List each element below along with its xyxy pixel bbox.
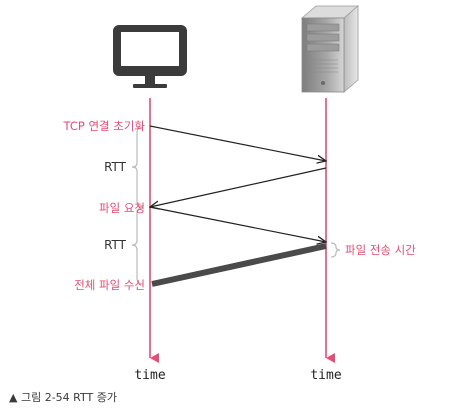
rtt-label-1: RTT bbox=[104, 160, 127, 174]
figure-caption: ▲ 그림 2-54 RTT 증가 bbox=[9, 391, 117, 404]
rtt-diagram: TCP 연결 초기화 RTT 파일 요청 RTT 전체 파일 수신 파일 전송 … bbox=[62, 5, 416, 383]
rtt-label-2: RTT bbox=[104, 238, 127, 252]
time-label-client: time bbox=[134, 368, 165, 383]
synack-arrow bbox=[150, 167, 327, 207]
rtt-brace-2 bbox=[131, 207, 144, 285]
syn-arrow bbox=[149, 125, 326, 161]
rtt-brace-1 bbox=[131, 126, 144, 208]
full-receive-label: 전체 파일 수신 bbox=[74, 278, 145, 292]
request-arrow bbox=[149, 206, 326, 242]
transfer-brace bbox=[330, 242, 341, 258]
monitor-icon bbox=[113, 25, 187, 88]
transfer-time-label: 파일 전송 시간 bbox=[345, 243, 416, 257]
tcp-init-label: TCP 연결 초기화 bbox=[62, 119, 145, 133]
file-transfer-bar bbox=[151, 243, 327, 287]
file-request-label: 파일 요청 bbox=[99, 201, 145, 215]
server-tower-icon bbox=[300, 5, 360, 93]
time-label-server: time bbox=[310, 368, 341, 383]
